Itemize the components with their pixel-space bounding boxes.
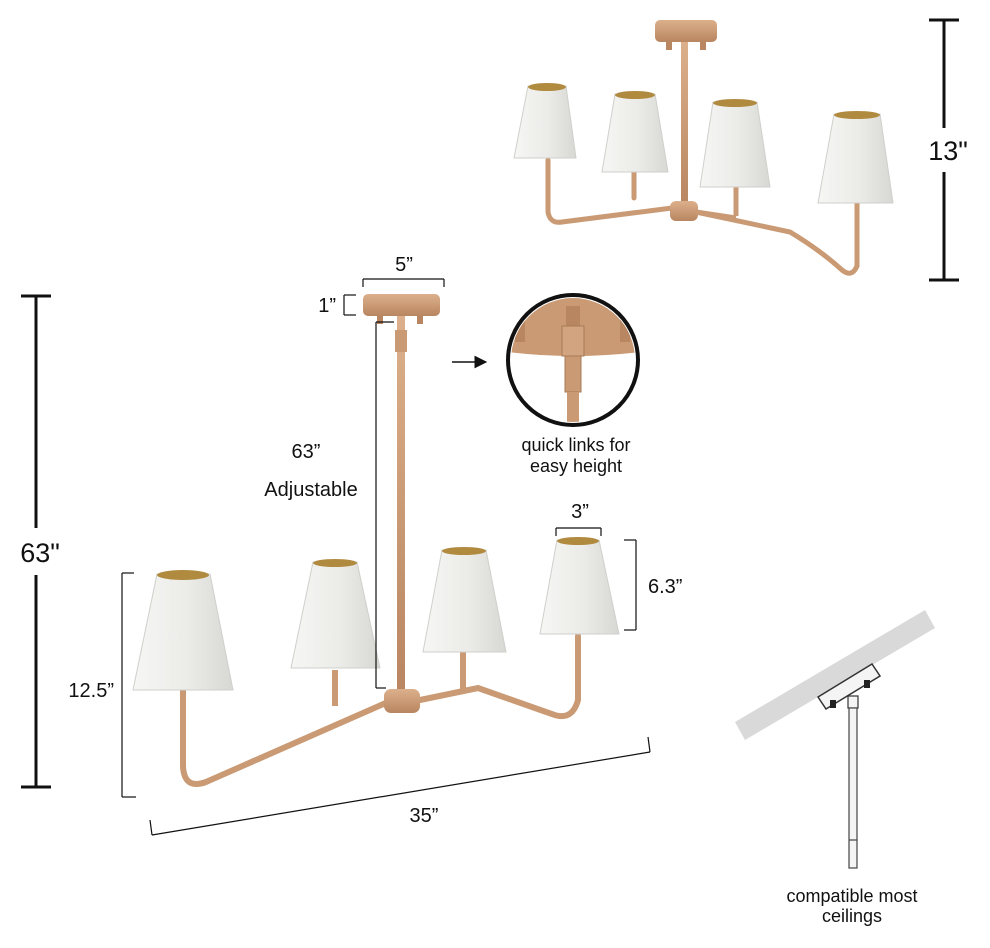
flush-height-label: 13" (928, 136, 968, 166)
quick-links-line1: quick links for (521, 435, 630, 455)
pendant-shade (539, 537, 620, 635)
sloped-ceiling-illustration: compatible most ceilings (735, 610, 935, 926)
flush-arms (545, 157, 860, 276)
pendant-arm-right (417, 633, 581, 720)
pendant-hub (384, 689, 420, 713)
pendant-shade (132, 570, 234, 691)
quick-links-line2: easy height (530, 456, 622, 476)
flush-hub (670, 201, 698, 221)
pendant-shade (422, 547, 507, 653)
shade-height-dimension: 6.3” (624, 539, 682, 631)
flush-shade (601, 91, 669, 173)
pendant-fixture (132, 294, 620, 787)
canopy-height-dimension: 1” (318, 294, 356, 317)
total-height-label: 63" (20, 538, 60, 568)
ceiling-line1: compatible most (786, 886, 917, 906)
fixture-width-dimension: 35” (149, 736, 651, 836)
shade-height-label: 6.3” (648, 576, 682, 598)
flush-shade (699, 99, 771, 188)
flush-height-dimension: 13" (928, 18, 968, 282)
quick-links-detail: quick links for easy height (452, 293, 640, 476)
total-height-dimension: 63" (20, 294, 60, 789)
flush-shade (817, 111, 894, 204)
pendant-shade (290, 559, 381, 669)
ceiling-rod (848, 707, 858, 869)
fixture-width-label: 35” (410, 805, 439, 827)
canopy-width-dimension: 5” (362, 254, 445, 287)
pendant-canopy (363, 294, 440, 316)
flush-mount-fixture (513, 20, 894, 276)
rod-length-label: 63” (292, 441, 321, 463)
rod-adjustable-label: Adjustable (264, 479, 357, 501)
flush-canopy (655, 20, 717, 42)
fixture-height-label: 12.5” (68, 680, 114, 702)
ceiling-plane (735, 610, 935, 740)
shade-width-dimension: 3” (555, 501, 602, 536)
flush-stem (681, 42, 688, 205)
canopy-width-label: 5” (395, 254, 413, 276)
flush-shade (513, 83, 577, 159)
shade-width-label: 3” (571, 501, 589, 523)
rod-length-dimension: 63” Adjustable (264, 321, 394, 689)
pendant-arm-left (180, 687, 391, 787)
ceiling-line2: ceilings (822, 906, 882, 926)
canopy-height-label: 1” (318, 295, 336, 317)
pendant-rod (397, 316, 405, 694)
fixture-height-dimension: 12.5” (68, 572, 136, 798)
